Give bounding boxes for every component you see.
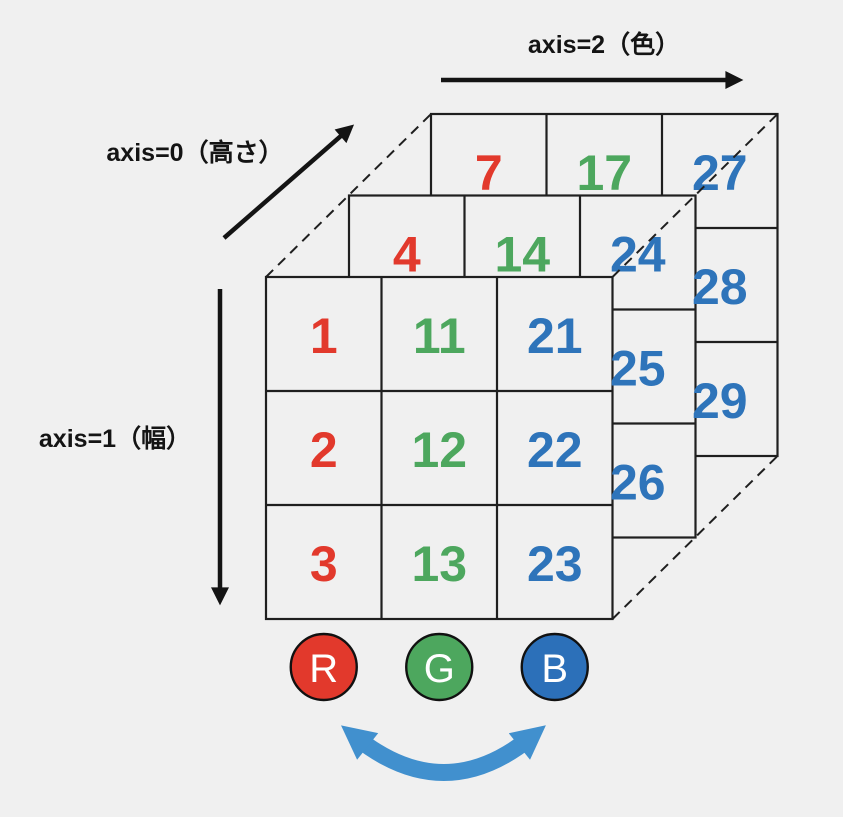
depth-edge-bottom-right [611,455,779,620]
front-cell-value: 3 [310,536,338,592]
front-face [264,275,614,621]
depth-edge-top-left [265,113,432,278]
depth-edge-top-right [611,113,779,278]
axis-2-color-axis: axis=2（色） [441,30,744,89]
channel-letter: B [541,647,568,691]
front-cell-value: 13 [411,536,467,592]
middle-cell-value: 26 [610,455,666,511]
front-cell-value: 11 [413,308,466,364]
back-cell-value: 29 [692,373,748,429]
channel-letter: R [309,647,338,691]
hidden-edge-lines [265,113,779,620]
front-cell-value: 1 [310,308,338,364]
back-cell-value: 7 [475,145,503,201]
front-cell-value: 21 [527,308,583,364]
channel-g: G [405,632,474,702]
front-cell-value: 23 [527,536,583,592]
channel-circle [520,632,589,702]
middle-cell-value: 4 [393,227,421,283]
channel-letter: G [424,647,455,691]
back-cell-value: 17 [576,145,632,201]
front-cell-value: 2 [310,422,338,478]
axis-1-width-axis: axis=1（幅） [39,289,229,606]
axis-0-height-axis: axis=0（高さ） [106,124,355,240]
axis-0-arrow [222,124,355,240]
swap-channels-arrow [341,725,546,781]
channel-circle [405,632,474,702]
axis-1-label: axis=1（幅） [39,424,191,453]
back-cell-value: 27 [692,145,748,201]
front-cell-value: 22 [527,422,583,478]
middle-cell-value: 14 [494,227,550,283]
back-cell-value: 28 [692,259,748,315]
axis-2-label: axis=2（色） [528,30,680,59]
channel-b: B [520,632,589,702]
channel-circle [289,632,358,702]
middle-cell-value: 24 [610,227,666,283]
axis-0-label: axis=0（高さ） [106,138,283,167]
channel-r: R [289,632,358,702]
front-cell-value: 12 [411,422,467,478]
middle-cell-value: 25 [610,341,666,397]
